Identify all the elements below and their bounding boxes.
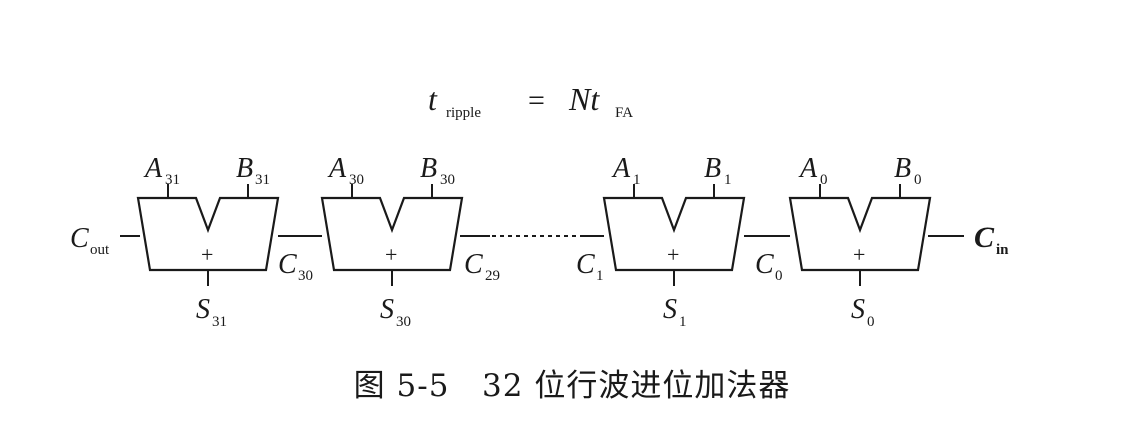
sum-label: S xyxy=(380,294,394,325)
sum-label: S xyxy=(851,294,865,325)
c0-sub: 0 xyxy=(775,268,783,284)
cin-label: C xyxy=(974,221,995,254)
formula-rhs-sub: FA xyxy=(615,105,633,121)
formula-equals: = xyxy=(528,84,545,117)
adder-shape xyxy=(788,182,932,288)
cout-sub: out xyxy=(90,242,110,258)
adder-op: + xyxy=(385,242,397,267)
sum-label: S xyxy=(663,294,677,325)
adder-op: + xyxy=(201,242,213,267)
formula-lhs-var: t xyxy=(428,81,438,117)
cin-sub: in xyxy=(996,242,1009,258)
input-b-label: B xyxy=(420,153,437,184)
input-a-sub: 30 xyxy=(349,172,364,188)
full-adder-31: + A 31 B 31 S 31 xyxy=(136,153,280,330)
delay-formula: t ripple = Nt FA xyxy=(428,81,633,121)
c1-sub: 1 xyxy=(596,268,604,284)
c29-label: C xyxy=(464,249,483,280)
c30-sub: 30 xyxy=(298,268,313,284)
c0-label: C xyxy=(755,249,774,280)
input-b-sub: 31 xyxy=(255,172,270,188)
figure-number: 图 5-5 xyxy=(353,368,450,404)
adder-op: + xyxy=(667,242,679,267)
input-a-label: A xyxy=(327,153,347,184)
sum-label: S xyxy=(196,294,210,325)
full-adder-30: + A 30 B 30 S 30 xyxy=(320,153,464,330)
full-adder-1: + A 1 B 1 S 1 xyxy=(602,153,746,330)
adder-shape xyxy=(602,182,746,288)
cout-label: C xyxy=(70,223,89,254)
sum-sub: 0 xyxy=(867,314,875,330)
input-a-sub: 31 xyxy=(165,172,180,188)
input-b-sub: 1 xyxy=(724,172,732,188)
input-b-sub: 0 xyxy=(914,172,922,188)
input-b-sub: 30 xyxy=(440,172,455,188)
c1-label: C xyxy=(576,249,595,280)
c29-sub: 29 xyxy=(485,268,500,284)
full-adder-0: + A 0 B 0 S 0 xyxy=(788,153,932,330)
figure-title: 32 位行波进位加法器 xyxy=(482,368,791,404)
adder-op: + xyxy=(853,242,865,267)
input-a-label: A xyxy=(611,153,631,184)
input-a-sub: 0 xyxy=(820,172,828,188)
input-b-label: B xyxy=(894,153,911,184)
formula-rhs-var: Nt xyxy=(568,81,600,117)
input-b-label: B xyxy=(236,153,253,184)
formula-lhs-sub: ripple xyxy=(446,105,481,121)
figure-caption: 图 5-5 32 位行波进位加法器 xyxy=(0,360,1144,405)
carry-labels: C out C 30 C 29 C 1 C 0 C in xyxy=(70,221,1009,284)
input-a-label: A xyxy=(143,153,163,184)
sum-sub: 31 xyxy=(212,314,227,330)
adder-shape xyxy=(320,182,464,288)
adder-shape xyxy=(136,182,280,288)
sum-sub: 1 xyxy=(679,314,687,330)
c30-label: C xyxy=(278,249,297,280)
input-b-label: B xyxy=(704,153,721,184)
input-a-sub: 1 xyxy=(633,172,641,188)
sum-sub: 30 xyxy=(396,314,411,330)
input-a-label: A xyxy=(798,153,818,184)
